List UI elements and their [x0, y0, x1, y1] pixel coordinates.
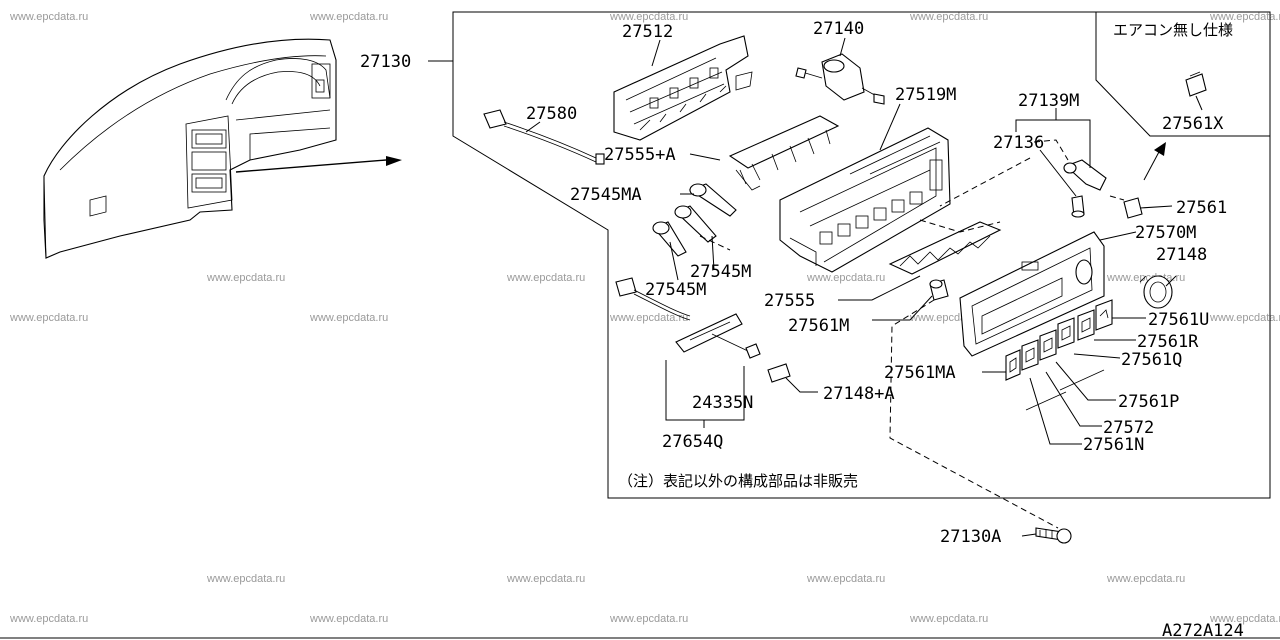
- watermark: www.epcdata.ru: [1209, 613, 1280, 625]
- label-27140: 27140: [813, 19, 864, 39]
- label-27561n: 27561N: [1083, 435, 1144, 455]
- inset-arrow: [1143, 142, 1166, 181]
- watermark: www.epcdata.ru: [506, 272, 585, 284]
- watermark: www.epcdata.ru: [506, 573, 585, 585]
- watermark: www.epcdata.ru: [609, 11, 688, 23]
- label-27561: 27561: [1176, 198, 1227, 218]
- label-27148a: 27148+A: [823, 384, 895, 404]
- part-labels: 27130 27512 27140 27519M 27580 27555+A 2…: [360, 19, 1244, 640]
- part-27580-harness: [483, 109, 605, 165]
- label-27572: 27572: [1103, 418, 1154, 438]
- label-27545ma: 27545MA: [570, 185, 642, 205]
- watermark: www.epcdata.ru: [9, 11, 88, 23]
- part-pushbuttons: [1005, 299, 1113, 411]
- watermark: www.epcdata.ru: [609, 312, 688, 324]
- watermark: www.epcdata.ru: [609, 613, 688, 625]
- label-27148: 27148: [1156, 245, 1207, 265]
- part-27519m-control-unit: [779, 127, 951, 273]
- part-27561x-button: [1185, 71, 1207, 97]
- footnote: （注）表記以外の構成部品は非販売: [618, 472, 858, 490]
- label-27545m-upper: 27545M: [690, 262, 751, 282]
- watermark: www.epcdata.ru: [9, 312, 88, 324]
- label-27555a: 27555+A: [604, 145, 676, 165]
- watermark: www.epcdata.ru: [909, 613, 988, 625]
- label-27512: 27512: [622, 22, 673, 42]
- label-27561r: 27561R: [1137, 332, 1199, 352]
- label-27519m: 27519M: [895, 85, 956, 105]
- watermark: www.epcdata.ru: [309, 11, 388, 23]
- part-27512-bracket: [613, 35, 753, 141]
- watermark: www.epcdata.ru: [1106, 573, 1185, 585]
- watermark: www.epcdata.ru: [806, 272, 885, 284]
- part-27148a-socket: [767, 363, 791, 383]
- part-27545ma-knob: [652, 183, 737, 257]
- watermark: www.epcdata.ru: [806, 573, 885, 585]
- watermark: www.epcdata.ru: [1209, 11, 1280, 23]
- label-27136: 27136: [993, 133, 1044, 153]
- label-27561p: 27561P: [1118, 392, 1179, 412]
- part-27136-bulb: [1071, 195, 1085, 218]
- label-27570m: 27570M: [1135, 223, 1196, 243]
- part-27654q-lamp: [615, 277, 761, 359]
- label-27561m: 27561M: [788, 316, 849, 336]
- watermark: www.epcdata.ru: [909, 11, 988, 23]
- watermarks: www.epcdata.ru www.epcdata.ru www.epcdat…: [9, 11, 1280, 625]
- part-27561-knob-small: [1123, 197, 1143, 219]
- label-24335n: 24335N: [692, 393, 753, 413]
- assembly-outline: [452, 11, 1271, 499]
- diagram-code: A272A124: [1162, 621, 1244, 640]
- label-27139m: 27139M: [1018, 91, 1079, 111]
- part-27140-motor: [795, 53, 885, 105]
- watermark: www.epcdata.ru: [1209, 312, 1280, 324]
- label-27561q: 27561Q: [1121, 350, 1182, 370]
- dashboard-illustration: [43, 38, 402, 259]
- dashed-connectors: [699, 139, 1125, 529]
- part-27570m-front-panel: [959, 231, 1105, 357]
- watermark: www.epcdata.ru: [206, 573, 285, 585]
- label-27555: 27555: [764, 291, 815, 311]
- label-27561u: 27561U: [1148, 310, 1209, 330]
- watermark: www.epcdata.ru: [206, 272, 285, 284]
- watermark: www.epcdata.ru: [309, 312, 388, 324]
- label-27561ma: 27561MA: [884, 363, 956, 383]
- leader-lines: [428, 37, 1203, 537]
- label-27654q: 27654Q: [662, 432, 723, 452]
- label-27130a: 27130A: [940, 527, 1001, 547]
- part-27139m-harness: [1063, 159, 1107, 191]
- label-27580: 27580: [526, 104, 577, 124]
- label-27130: 27130: [360, 52, 411, 72]
- part-27148-knob: [1139, 275, 1173, 309]
- part-27555-strip: [888, 221, 1002, 275]
- label-27561x: 27561X: [1162, 114, 1224, 134]
- watermark: www.epcdata.ru: [9, 613, 88, 625]
- inset-title: エアコン無し仕様: [1113, 21, 1233, 39]
- part-27561m-bulb: [929, 279, 949, 301]
- part-27555a-lever: [728, 115, 840, 191]
- label-27545m-lower: 27545M: [645, 280, 706, 300]
- watermark: www.epcdata.ru: [309, 613, 388, 625]
- part-27130a-screw: [1035, 527, 1072, 544]
